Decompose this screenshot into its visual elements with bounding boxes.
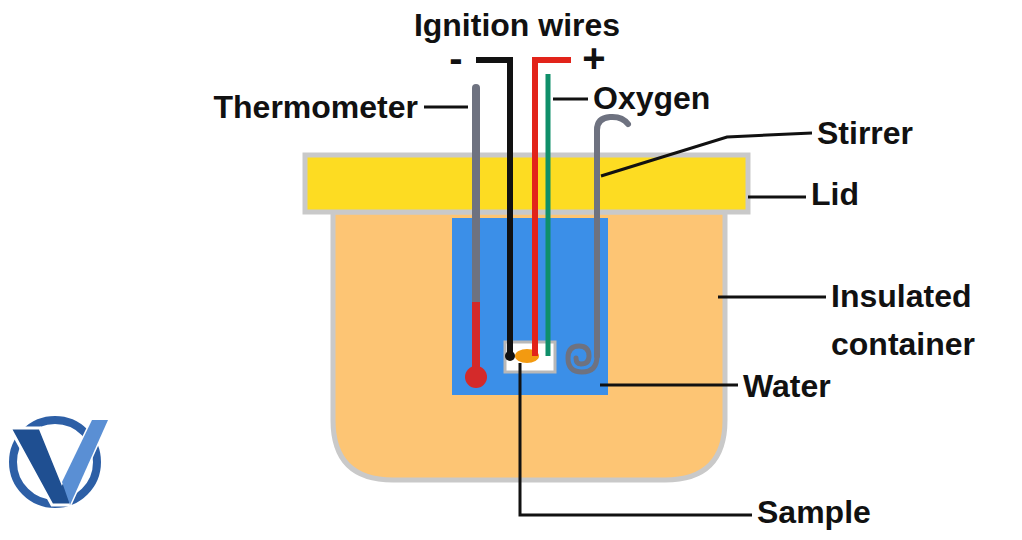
leader-line bbox=[520, 363, 752, 515]
part-label: Lid bbox=[811, 174, 859, 214]
lid bbox=[305, 155, 748, 212]
leader-line bbox=[748, 196, 806, 199]
leader-line bbox=[553, 98, 588, 101]
part-label: Thermometer bbox=[214, 87, 419, 127]
part-label: Stirrer bbox=[817, 113, 913, 153]
thermometer-mercury bbox=[472, 302, 480, 372]
leader-line bbox=[424, 106, 468, 109]
thermometer-bulb bbox=[465, 366, 487, 388]
leader-line bbox=[718, 296, 826, 299]
wire-tip bbox=[505, 351, 515, 361]
part-label: Sample bbox=[757, 492, 871, 532]
part-label: Insulated container bbox=[831, 272, 1015, 368]
part-label: - bbox=[449, 38, 462, 78]
leader-line bbox=[601, 133, 812, 176]
insulated-container bbox=[333, 212, 725, 480]
logo bbox=[10, 420, 108, 505]
stirrer bbox=[597, 117, 628, 356]
oxygen-tube bbox=[546, 74, 551, 356]
leader-line bbox=[600, 384, 738, 387]
thermometer-stem bbox=[472, 88, 480, 302]
part-label: + bbox=[582, 38, 605, 78]
stirrer-coil bbox=[568, 346, 597, 372]
positive-wire bbox=[535, 60, 571, 356]
part-label: Oxygen bbox=[593, 78, 710, 118]
part-label: Water bbox=[743, 366, 831, 406]
negative-wire bbox=[476, 60, 510, 356]
